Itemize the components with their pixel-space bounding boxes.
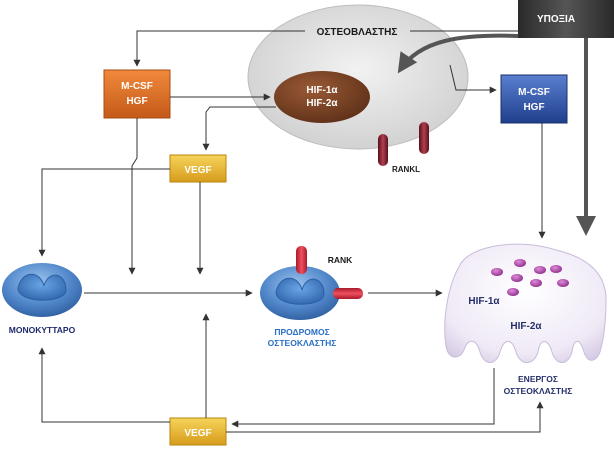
hypoxia-thick-arrows — [397, 33, 596, 236]
hif-2a-label: HIF-2α — [306, 98, 338, 109]
hif-1a-label: HIF-1α — [306, 85, 338, 96]
vegf-label-top: VEGF — [184, 165, 211, 176]
vegf-label-bottom: VEGF — [184, 428, 211, 439]
vegf-box-bottom: VEGF — [169, 417, 227, 446]
arrow-vegf-bottom-to-active — [226, 401, 544, 433]
active-osteoclast-label-line2: ΟΣΤΕΟΚΛΑΣΤΗΣ — [504, 386, 573, 396]
precursor-osteoclast-cell — [260, 246, 363, 320]
active-osteoclast-label-line1: ΕΝΕΡΓΟΣ — [518, 374, 558, 384]
arrow-hif-to-vegf-top — [202, 106, 276, 151]
hypoxia-node: ΥΠΟΞΙΑ — [518, 0, 614, 38]
hgf-label-orange: HGF — [126, 96, 147, 107]
rank-receptor-horizontal — [333, 288, 363, 299]
arrow-vegf-bottom-to-monocyte — [38, 347, 170, 423]
hgf-label-blue: HGF — [523, 102, 544, 113]
osteoclast-vesicles — [491, 259, 569, 296]
rankl-receptors — [378, 122, 429, 166]
mcsf-label-blue: M-CSF — [518, 87, 550, 98]
arrow-osteoblast-to-mcsf-blue — [449, 64, 497, 94]
osteoblast-label: ΟΣΤΕΟΒΛΑΣΤΗΣ — [317, 27, 398, 38]
precursor-label-line1: ΠΡΟΔΡΟΜΟΣ — [274, 327, 329, 337]
arrow-mcsf-orange-down — [128, 118, 138, 275]
thick-arrow-hypoxia-to-osteoblast — [397, 33, 519, 74]
osteoclast-hif-1a-label: HIF-1α — [468, 296, 500, 307]
arrow-vegf-top-to-monocyte — [38, 168, 170, 257]
mcsf-hgf-box-orange: M-CSF HGF — [103, 69, 171, 119]
vegf-box-top: VEGF — [169, 154, 227, 183]
rank-receptor-vertical — [296, 246, 307, 274]
monocyte-cell — [2, 263, 82, 317]
monocyte-label: ΜΟΝΟΚΥΤΤΑΡΟ — [9, 325, 76, 335]
osteoclast-hif-2a-label: HIF-2α — [510, 321, 542, 332]
mcsf-label-orange: M-CSF — [121, 81, 153, 92]
arrow-osteoblast-to-mcsf-orange — [133, 30, 305, 67]
arrow-active-to-vegf-bottom — [231, 368, 495, 428]
rank-label: RANK — [328, 255, 353, 265]
hif-nucleus: HIF-1α HIF-2α — [274, 71, 370, 123]
active-osteoclast-cell: HIF-1α HIF-2α — [444, 243, 607, 363]
hypoxia-label: ΥΠΟΞΙΑ — [537, 14, 575, 25]
precursor-label-line2: ΟΣΤΕΟΚΛΑΣΤΗΣ — [268, 338, 337, 348]
rankl-label: RANKL — [392, 165, 420, 174]
connector-arrows — [38, 30, 546, 433]
mcsf-hgf-box-blue: M-CSF HGF — [500, 74, 568, 124]
osteoblast-cell: ΟΣΤΕΟΒΛΑΣΤΗΣ HIF-1α HIF-2α — [247, 4, 469, 166]
